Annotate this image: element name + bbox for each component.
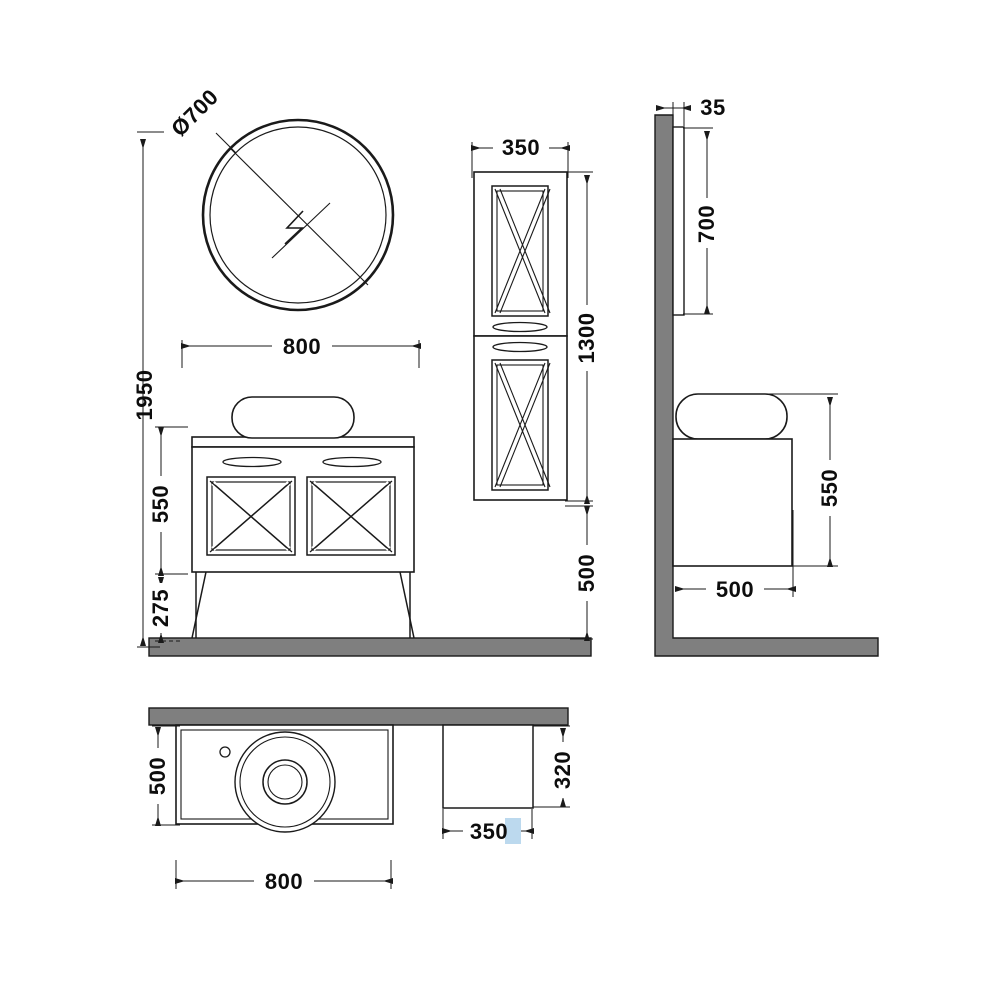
- dim-tall-cabinet-clearance: 500: [574, 554, 599, 592]
- plan-wall-strip: [148, 707, 569, 726]
- dim-cabinet-depth-side: 500: [716, 577, 754, 602]
- text-selection-highlight: [505, 818, 521, 844]
- dim-cabinet-height-side: 550: [817, 469, 842, 507]
- dim-basin-depth-plan: 500: [145, 757, 170, 795]
- led-lightning-icon: [271, 202, 331, 259]
- dim-mirror-thickness: 35: [700, 95, 725, 120]
- dim-mirror-height: 700: [694, 205, 719, 243]
- vanity-legs-front: [191, 571, 415, 639]
- vanity-door-right: [306, 476, 396, 556]
- mirror-diameter-leader: [215, 132, 237, 154]
- side-mirror-profile: [672, 126, 685, 316]
- tall-cabinet-handle-upper: [492, 321, 548, 333]
- dim-vanity-width: 800: [283, 334, 321, 359]
- plan-tall-cabinet: [442, 724, 534, 809]
- dim-leg-height: 275: [148, 589, 173, 627]
- dim-overall-height: 1950: [132, 370, 157, 421]
- vanity-door-left: [206, 476, 296, 556]
- dim-mirror-diameter: Ø700: [166, 84, 223, 141]
- dim-cabinet-depth-plan: 320: [550, 751, 575, 789]
- side-cabinet: [672, 438, 793, 567]
- tall-cabinet-handle-lower: [492, 341, 548, 353]
- dim-tall-cabinet-width: 350: [502, 135, 540, 160]
- tall-cabinet-lower-panel: [491, 359, 551, 491]
- plan-basin-bowl: [234, 731, 336, 833]
- dim-basin-width-plan: 800: [265, 869, 303, 894]
- side-wall-floor: [654, 114, 879, 657]
- front-floor-slab: [148, 637, 592, 657]
- dim-35-group: [656, 102, 691, 126]
- round-mirror-front: [201, 118, 395, 312]
- side-basin: [675, 393, 788, 440]
- dim-tall-cabinet-height: 1300: [574, 313, 599, 364]
- dim-1950-group: [137, 131, 164, 648]
- tall-cabinet-upper-panel: [491, 185, 551, 317]
- dim-cabinet-width-plan: 350: [470, 819, 508, 844]
- plan-tap-hole: [219, 746, 231, 758]
- dim-cabinet-height-front: 550: [148, 485, 173, 523]
